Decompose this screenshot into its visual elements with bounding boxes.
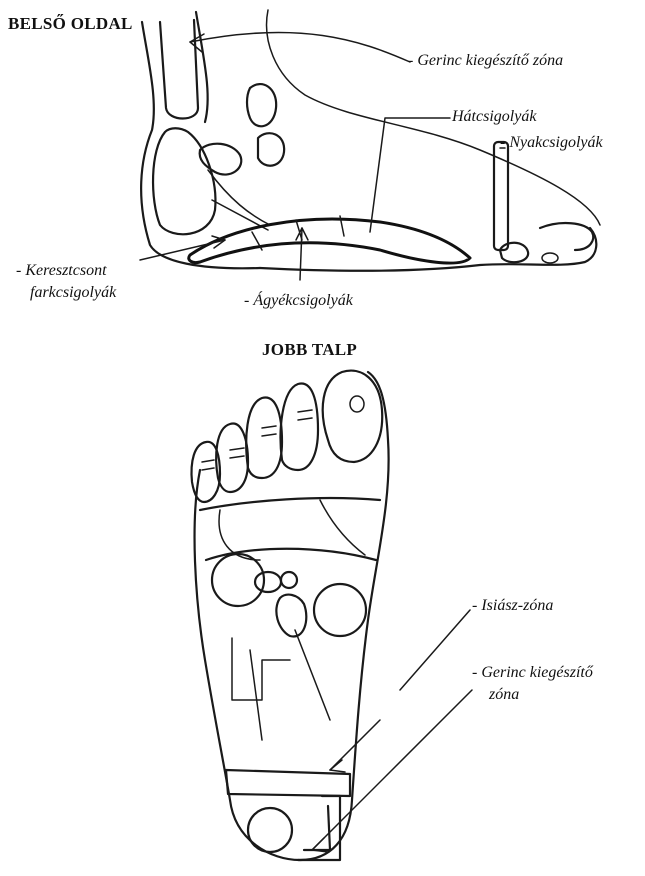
heading-inner-side: BELSŐ OLDAL [8,14,133,34]
toe-3 [246,397,282,478]
cuneiform-bone [258,133,284,166]
arrow-spine-support-sole [312,690,472,850]
label-cervical-vertebrae: - Nyakcsigolyák [500,134,603,152]
small-circle [281,572,297,588]
adrenal-shape [276,595,306,637]
big-toe [540,223,593,250]
kidney-circle [314,584,366,636]
colon-box [232,638,290,700]
label-lumbar-vertebrae: - Ágyékcsigolyák [244,292,353,310]
spine-support-box-inner [304,806,330,850]
arrow-spine-support [190,32,410,62]
right-sole-foot [192,371,472,860]
heel-circle [248,808,292,852]
heel-bone [153,128,215,234]
gallbladder-oval [255,572,281,592]
heel-band [226,770,350,796]
label-sacrum: - Keresztcsont [16,262,107,280]
label-spine-support-zone-sole: - Gerinc kiegészítő [472,664,593,682]
ureter-line [295,630,330,720]
toe-circle [350,396,364,412]
label-spine-support-zone: - Gerinc kiegészítő zóna [408,52,563,70]
label-spine-support-zone-sole-2: zóna [489,686,519,704]
sole-outline [195,372,389,860]
toe-2 [281,383,318,470]
toe-pad [542,253,558,263]
diaphragm-line [200,498,380,510]
toe-joint [500,243,528,263]
big-toe [323,371,382,462]
heading-right-sole: JOBB TALP [262,340,357,360]
label-thoracic-vertebrae: Hátcsigolyák [452,108,536,126]
colon-line [250,650,262,740]
label-coccyx: farkcsigolyák [30,284,116,302]
joint-line [208,170,270,225]
toe-5 [192,442,220,502]
stomach-zone [320,500,365,555]
navicular-bone [247,84,276,126]
label-sciatic-zone: - Isiász-zóna [472,597,553,615]
spine-reflex-band [189,219,470,263]
tibia-bone [160,20,198,119]
